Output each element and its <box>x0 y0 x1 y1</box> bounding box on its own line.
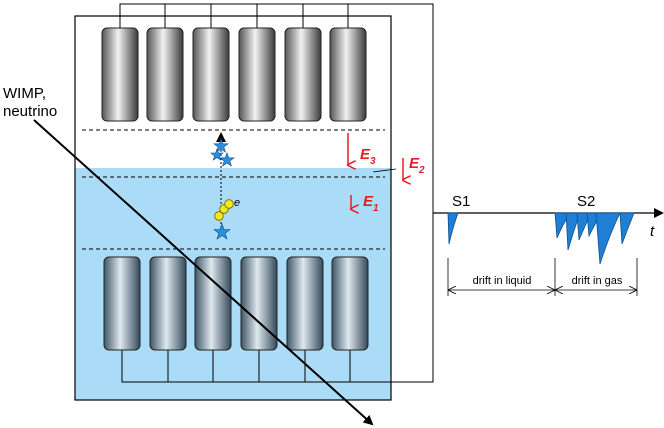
field-e2-leader <box>372 168 397 173</box>
particle-label: WIMP, neutrino <box>3 85 57 120</box>
particle-track <box>33 119 374 426</box>
bottom-pmt-array <box>103 256 369 351</box>
pmt-top-1 <box>101 27 139 122</box>
s1-pulse <box>447 212 459 245</box>
s2-pulse <box>554 212 635 265</box>
pmt-top-4 <box>238 27 276 122</box>
interaction-star-icon <box>213 223 231 240</box>
top-readout-wiring <box>119 3 434 213</box>
time-axis-label: t <box>650 223 655 240</box>
bottom-readout-wiring <box>121 213 434 383</box>
drift-gas-label: drift in gas <box>572 275 623 287</box>
pmt-bottom-4 <box>240 256 278 351</box>
pmt-bottom-2 <box>149 256 187 351</box>
pmt-bottom-1 <box>103 256 141 351</box>
gas-scintillation-star-icon <box>210 148 224 161</box>
pmt-bottom-5 <box>286 256 324 351</box>
gas-scintillation-star-icon <box>213 138 229 153</box>
gas-scintillation-star-icon <box>219 152 235 167</box>
field-e2-label: E2 <box>409 155 425 176</box>
electron-icon <box>224 199 234 209</box>
pmt-top-6 <box>329 27 367 122</box>
pmt-top-5 <box>284 27 322 122</box>
pmt-top-3 <box>192 27 230 122</box>
field-e3-label: E3 <box>360 146 376 167</box>
detector-vessel <box>74 15 392 401</box>
drift-liquid-label: drift in liquid <box>473 275 532 287</box>
s2-label: S2 <box>577 193 595 210</box>
top-pmt-array <box>101 27 367 122</box>
electron-icon <box>214 211 224 221</box>
pmt-bottom-3 <box>194 256 232 351</box>
pmt-bottom-6 <box>331 256 369 351</box>
electron-label: e <box>234 197 240 209</box>
pmt-top-2 <box>146 27 184 122</box>
field-e1-label: E1 <box>363 193 379 214</box>
s1-label: S1 <box>452 193 470 210</box>
